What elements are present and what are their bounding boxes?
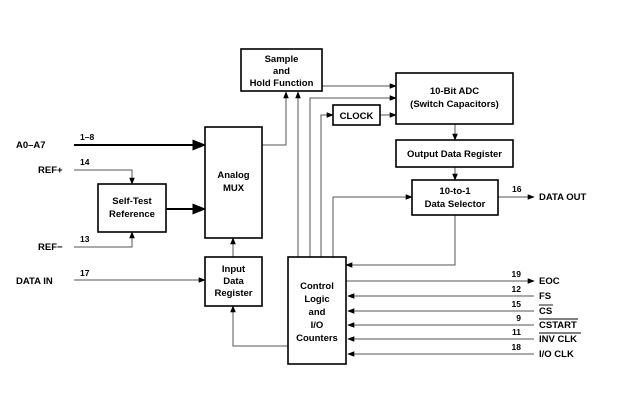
wire-mux-sh [262, 91, 289, 146]
adc-block: 10-Bit ADC (Switch Capacitors) [395, 72, 514, 125]
wire-control-inreg [230, 305, 288, 347]
output-register-label: Output Data Register [407, 149, 502, 160]
analog-mux-block: Analog MUX [204, 126, 263, 239]
wire-sel-control [345, 215, 456, 268]
sample-hold-block: Sample and Hold Function [240, 48, 323, 92]
right-signals: 19 EOC 12 FS 15 CS 9 CSTART 11 INV CLK 1… [512, 269, 581, 360]
self-test-label-1: Self-Test [112, 196, 152, 207]
input-register-label-3: Register [214, 288, 252, 299]
control-logic-label-1: Control [300, 281, 334, 292]
sample-hold-label-1: Sample [265, 54, 299, 65]
eoc-label: EOC [539, 276, 560, 287]
control-logic-label-3: and [309, 307, 326, 318]
data-out-label: DATA OUT [539, 192, 587, 203]
fs-label: FS [539, 291, 551, 302]
inv-clk-pin: 11 [512, 327, 521, 337]
sample-hold-label-3: Hold Function [250, 78, 314, 89]
control-logic-block: Control Logic and I/O Counters [287, 256, 347, 365]
data-in-pin: 17 [80, 268, 90, 278]
cstart-label: CSTART [539, 320, 577, 331]
input-register-block: Input Data Register [204, 256, 263, 307]
ref-minus-pin: 13 [80, 234, 90, 244]
eoc-pin: 19 [512, 269, 522, 279]
data-selector-block: 10-to-1 Data Selector [411, 179, 499, 216]
adc-label-2: (Switch Capacitors) [410, 99, 499, 110]
adc-label-1: 10-Bit ADC [430, 86, 479, 97]
wire-control-adc-1 [309, 95, 397, 257]
data-selector-label-2: Data Selector [425, 199, 486, 210]
wire-control-sel [332, 194, 413, 257]
input-register-label-2: Data [223, 276, 244, 287]
data-in-label: DATA IN [16, 276, 53, 287]
sample-hold-label-2: and [273, 66, 290, 77]
input-register-label-1: Input [222, 264, 246, 275]
left-signals: A0–A7 1–8 REF+ 14 REF− 13 DATA IN 17 [16, 132, 94, 287]
control-logic-label-5: Counters [296, 333, 338, 344]
data-out-signal: 16 DATA OUT [512, 184, 587, 203]
control-logic-label-2: Logic [304, 294, 329, 305]
ref-minus-label: REF− [38, 242, 63, 253]
analog-mux-label-1: Analog [217, 170, 249, 181]
data-selector-label-1: 10-to-1 [439, 186, 471, 197]
self-test-label-2: Reference [109, 209, 155, 220]
cstart-pin: 9 [516, 313, 521, 323]
fs-pin: 12 [512, 284, 522, 294]
wire-control-adc-2 [320, 112, 334, 257]
io-clk-pin: 18 [512, 342, 522, 352]
wire-ref-minus [74, 231, 135, 248]
wire-ref-plus [74, 169, 135, 185]
data-out-pin: 16 [512, 184, 522, 194]
ref-plus-label: REF+ [38, 165, 63, 176]
self-test-block: Self-Test Reference [97, 183, 167, 233]
a0-a7-label: A0–A7 [16, 140, 46, 151]
analog-mux-label-2: MUX [223, 183, 245, 194]
cs-label: CS [539, 306, 552, 317]
wires [74, 83, 535, 357]
output-register-block: Output Data Register [395, 139, 514, 168]
a0-a7-pin: 1–8 [80, 132, 94, 142]
cs-pin: 15 [512, 299, 522, 309]
clock-label: CLOCK [340, 111, 374, 122]
io-clk-label: I/O CLK [539, 349, 574, 360]
control-logic-label-4: I/O [311, 320, 324, 331]
clock-block: CLOCK [332, 104, 381, 126]
inv-clk-label: INV CLK [539, 334, 577, 345]
ref-plus-pin: 14 [80, 157, 90, 167]
